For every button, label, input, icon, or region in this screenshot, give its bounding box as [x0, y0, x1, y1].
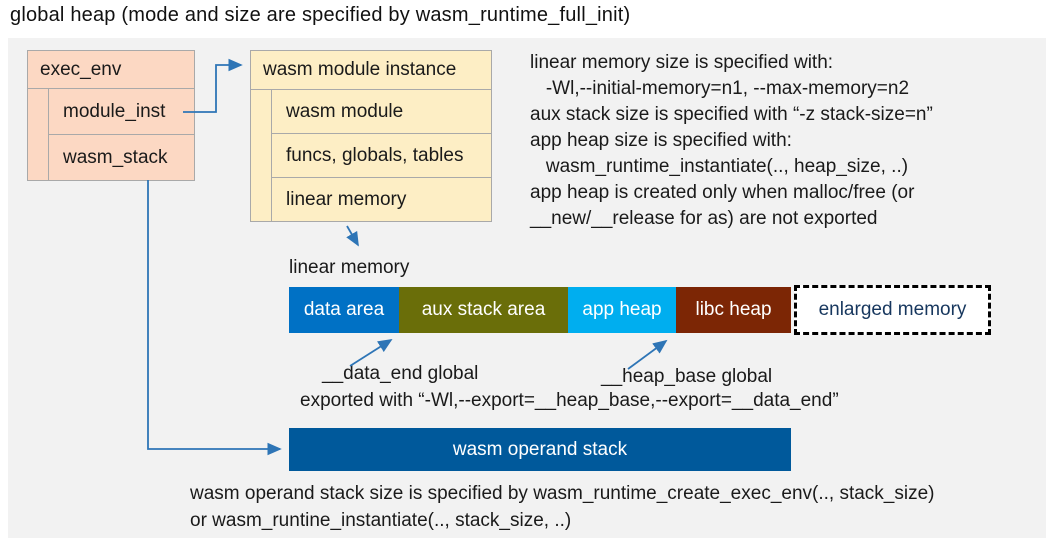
diagram-title: global heap (mode and size are specified… [10, 4, 631, 26]
wasm-operand-stack-bar: wasm operand stack [289, 428, 791, 471]
note-line: wasm operand stack size is specified by … [190, 483, 935, 504]
note-line: -Wl,--initial-memory=n1, --max-memory=n2 [530, 78, 910, 99]
linear-memory-notes: linear memory size is specified with: -W… [530, 50, 1040, 232]
segment-app-heap: app heap [568, 287, 676, 333]
segment-enlarged-memory: enlarged memory [794, 285, 991, 335]
linear-memory-bar: data area aux stack area app heap libc h… [289, 287, 791, 333]
module-instance-rows: wasm module funcs, globals, tables linea… [272, 90, 491, 221]
note-line: __new/__release for as) are not exported [530, 208, 878, 229]
segment-libc-heap: libc heap [676, 287, 791, 333]
exec-env-header: exec_env [28, 51, 194, 89]
note-line: app heap is created only when malloc/fre… [530, 182, 915, 203]
segment-aux-stack-area: aux stack area [399, 287, 568, 333]
linear-memory-label: linear memory [289, 257, 410, 278]
exec-env-row-wasm-stack: wasm_stack [63, 146, 168, 168]
exec-env-rows: module_inst wasm_stack [49, 89, 194, 180]
data-end-global-label: __data_end global [322, 363, 479, 384]
module-instance-header: wasm module instance [251, 51, 491, 90]
note-line: app heap size is specified with: [530, 130, 792, 151]
module-instance-row-funcs-globals-tables: funcs, globals, tables [272, 134, 491, 178]
module-instance-box: wasm module instance wasm module funcs, … [250, 50, 492, 222]
heap-base-global-label: __heap_base global [601, 366, 773, 387]
note-line: wasm_runtime_instantiate(.., heap_size, … [530, 156, 909, 177]
note-line: aux stack size is specified with “-z sta… [530, 104, 933, 125]
module-instance-body: wasm module funcs, globals, tables linea… [251, 90, 491, 221]
note-line: linear memory size is specified with: [530, 52, 834, 73]
module-instance-row-linear-memory: linear memory [286, 188, 407, 210]
exec-env-box: exec_env module_inst wasm_stack [27, 50, 195, 181]
exported-with-label: exported with “-Wl,--export=__heap_base,… [300, 390, 839, 411]
module-instance-row-wasm-module: wasm module [272, 90, 491, 134]
module-instance-gutter [251, 90, 272, 221]
exec-env-body: module_inst wasm_stack [28, 89, 194, 180]
operand-stack-notes: wasm operand stack size is specified by … [190, 480, 1040, 534]
exec-env-row-module-inst: module_inst [49, 89, 194, 135]
exec-env-gutter [28, 89, 49, 180]
segment-data-area: data area [289, 287, 399, 333]
note-line: or wasm_runtine_instantiate(.., stack_si… [190, 510, 572, 531]
